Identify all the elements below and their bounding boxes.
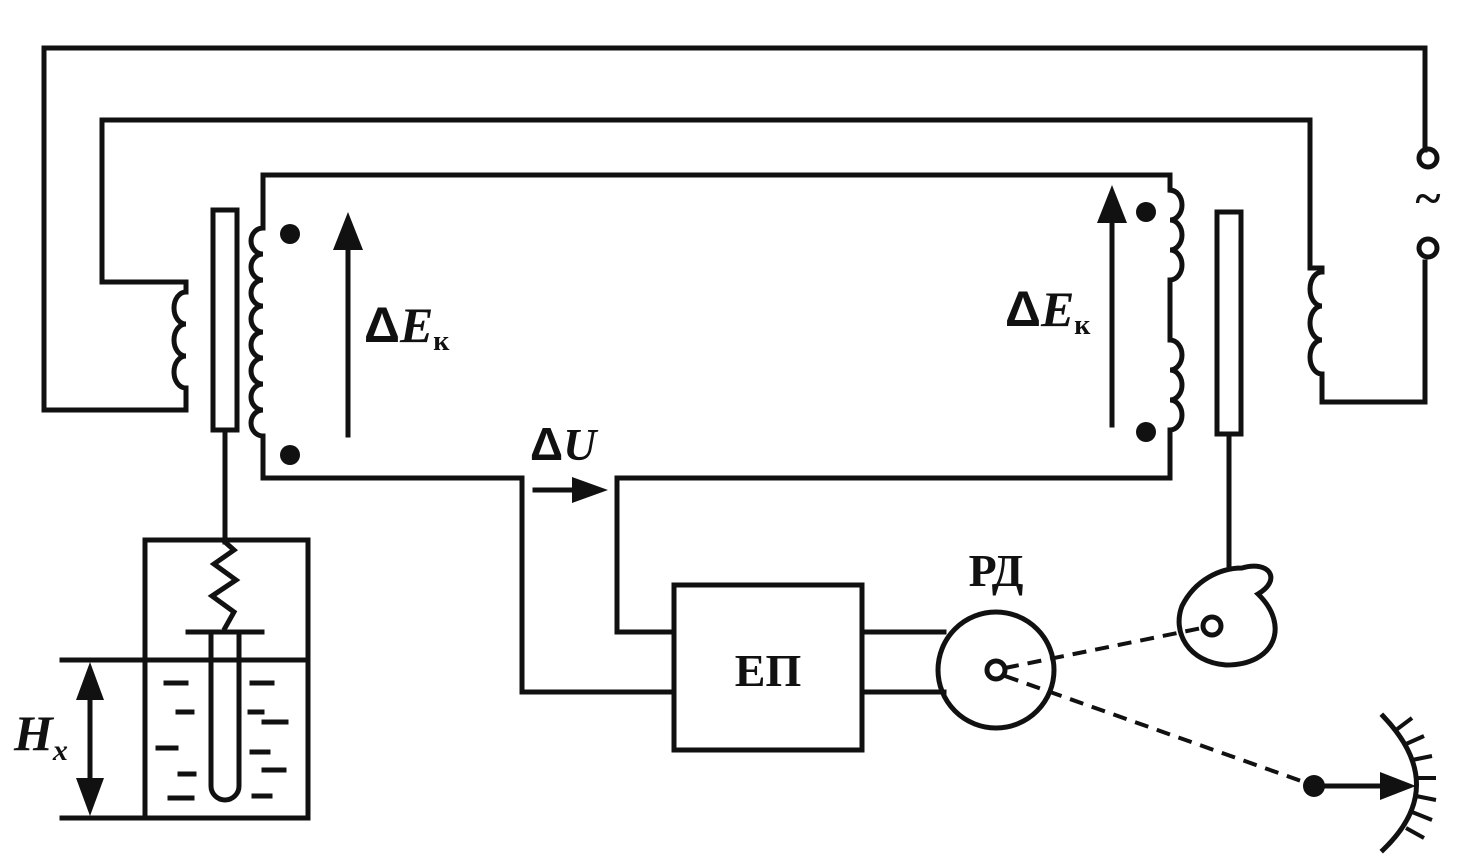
left-primary-coil: [171, 279, 189, 413]
left-secondary-coil: [248, 172, 266, 481]
right-winding-dot-bottom: [1136, 422, 1156, 442]
left-emf-arrow-head: [333, 212, 363, 250]
label-delta-e-right: ΔEк: [1005, 281, 1091, 341]
level-arrow-down: [76, 778, 104, 816]
label-delta-e-left: ΔEк: [364, 297, 450, 357]
motor-pointer-link: [1004, 674, 1305, 784]
scale-ticks: [1394, 716, 1437, 840]
label-amplifier: ЕП: [735, 645, 801, 696]
float: [208, 629, 242, 803]
left-core: [210, 207, 240, 433]
liquid-dashes: [155, 680, 289, 801]
cam: [1176, 563, 1278, 668]
right-core: [1214, 209, 1244, 437]
level-arrow-up: [76, 662, 104, 700]
right-primary-coil: [1307, 265, 1325, 405]
label-level: Hx: [13, 705, 68, 767]
amplifier-block: [671, 582, 865, 753]
label-ac-source: ~: [1416, 172, 1441, 225]
scale-arc: [1379, 712, 1419, 854]
spring: [207, 538, 241, 632]
left-winding-dot-top: [280, 224, 300, 244]
motor-shaft: [984, 658, 1008, 682]
cam-pivot: [1200, 614, 1224, 638]
reversible-motor: [935, 609, 1057, 731]
motor-cam-link: [1004, 626, 1203, 670]
supply-loop-outer: [41, 45, 1428, 413]
left-winding-dot-bottom: [280, 445, 300, 465]
label-motor: РД: [969, 545, 1024, 596]
right-secondary-coil: [1167, 187, 1185, 443]
right-emf-arrow-head: [1097, 185, 1127, 223]
ac-terminal-top: [1416, 146, 1440, 170]
secondary-loop-bottom-right-riser: [614, 437, 1173, 635]
label-delta-u: ΔU: [530, 418, 599, 470]
ac-terminal-bottom: [1416, 236, 1440, 260]
supply-loop-outer-return: [1319, 259, 1428, 405]
pointer-head: [1380, 772, 1416, 800]
vessel: [142, 537, 311, 821]
secondary-loop-bottom-left: [260, 475, 677, 695]
voltage-arrow-head: [572, 477, 608, 503]
supply-loop-inner: [99, 117, 1313, 285]
right-winding-dot-top: [1136, 202, 1156, 222]
secondary-loop-top: [260, 172, 1173, 193]
